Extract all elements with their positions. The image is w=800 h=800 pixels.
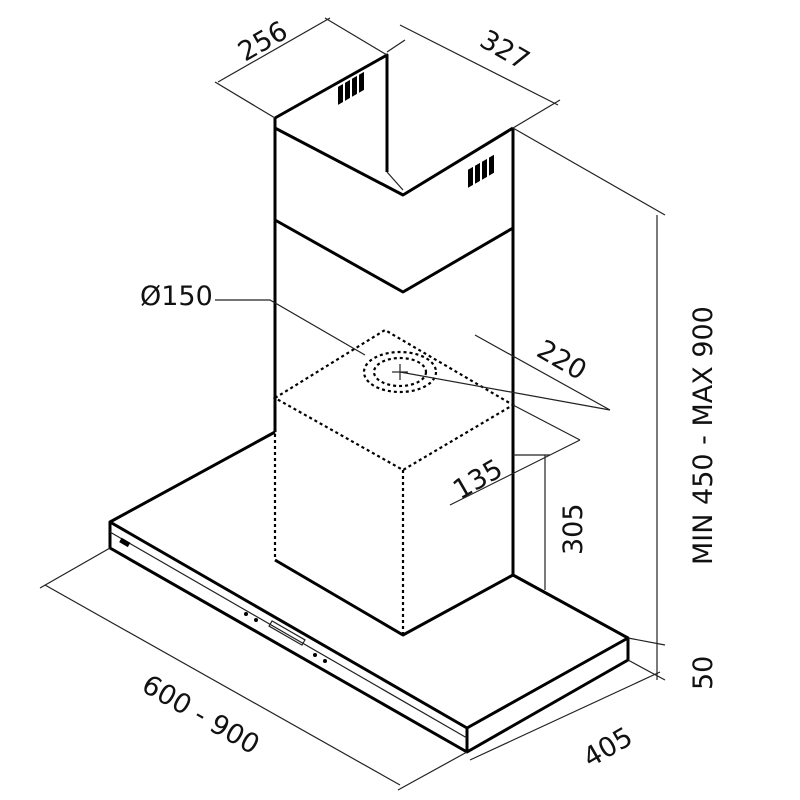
canopy [108, 430, 630, 754]
dim-outlet-offset-depth: 220 [532, 334, 592, 387]
dim-outlet-diameter: Ø150 [140, 281, 213, 312]
dim-motor-height: 305 [558, 503, 589, 555]
vent-grille-icon [338, 71, 364, 105]
dim-outlet-offset-side: 135 [448, 453, 508, 506]
dim-height-range: MIN 450 - MAX 900 [688, 306, 719, 565]
dimension-lines [39, 17, 666, 791]
vent-grille-icon [468, 154, 494, 188]
dim-canopy-depth: 405 [578, 721, 638, 774]
dim-chimney-depth: 327 [475, 24, 535, 77]
dim-chimney-width: 256 [233, 15, 293, 68]
dim-canopy-thickness: 50 [688, 656, 719, 690]
control-panel[interactable] [244, 612, 327, 663]
chimney [273, 53, 515, 575]
logo-icon [119, 537, 131, 548]
dim-width-range: 600 - 900 [137, 669, 265, 761]
